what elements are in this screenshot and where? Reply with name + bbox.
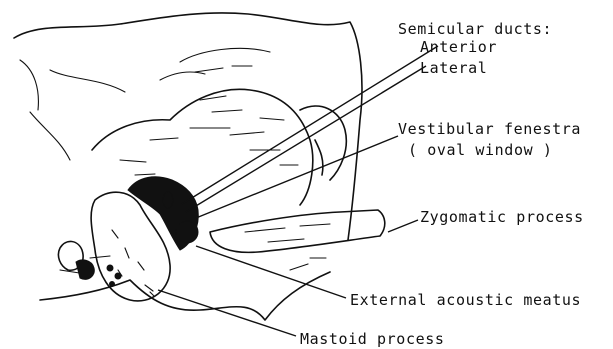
leader-external-acoustic-meatus <box>196 246 346 298</box>
bone-texture <box>120 96 298 175</box>
vestibular-fenestra-mark <box>176 221 198 243</box>
foramen-dot <box>115 273 121 279</box>
label-lateral: Lateral <box>420 59 487 77</box>
skull-illustration <box>14 13 385 320</box>
label-oval-window: ( oval window ) <box>408 141 552 159</box>
leader-zygomatic <box>388 220 418 232</box>
label-anterior: Anterior <box>420 38 497 56</box>
petrous-ridge <box>92 89 313 205</box>
foramen-dot <box>107 265 113 271</box>
foramen-dot <box>110 282 115 287</box>
squama-texture <box>160 48 270 80</box>
label-external-acoustic-meatus: External acoustic meatus <box>350 291 581 309</box>
zygomatic-arch <box>210 210 385 252</box>
ossicle-dark <box>76 260 94 279</box>
diagram-labels: Semicular ducts: Anterior Lateral Vestib… <box>300 20 584 348</box>
label-mastoid-process: Mastoid process <box>300 330 444 348</box>
lateral-canal-mark <box>163 192 173 208</box>
label-semicircular-ducts: Semicular ducts: <box>398 20 552 38</box>
mastoid-texture <box>112 230 154 296</box>
label-vestibular-fenestra: Vestibular fenestra <box>398 120 581 138</box>
cranial-line <box>20 60 125 160</box>
leader-mastoid <box>158 290 296 336</box>
label-zygomatic-process: Zygomatic process <box>420 208 584 226</box>
zygomatic-texture <box>245 224 330 242</box>
